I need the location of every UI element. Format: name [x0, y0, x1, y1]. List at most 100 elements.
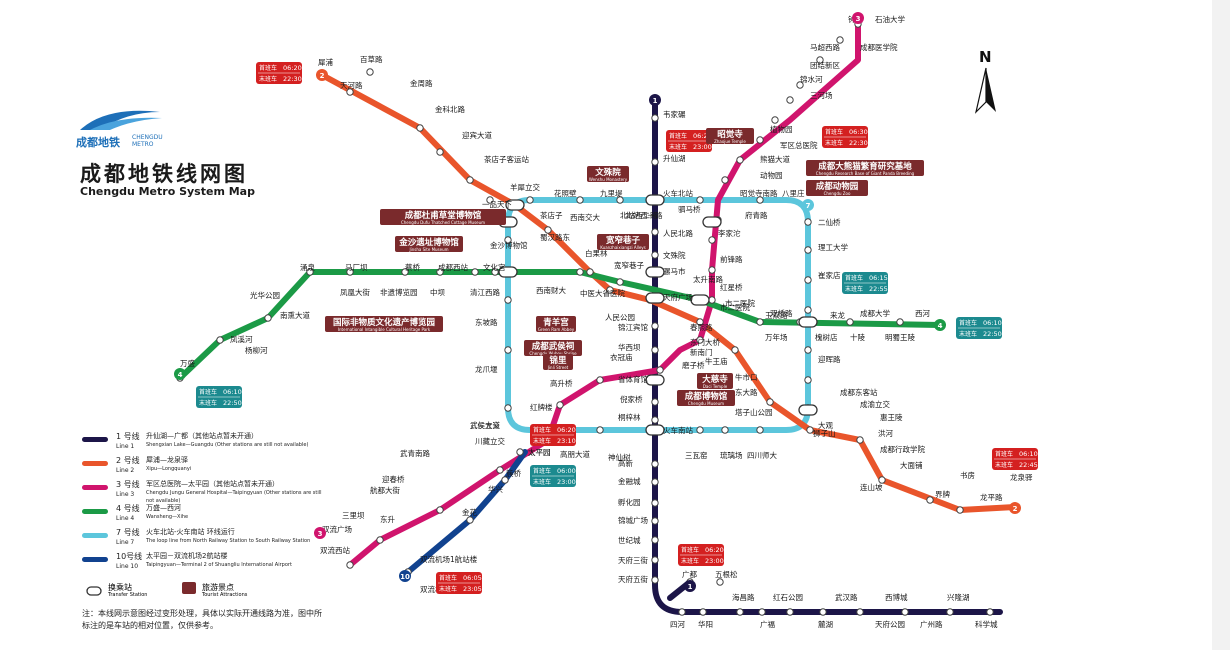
- station-dot[interactable]: [926, 496, 934, 504]
- station-dot[interactable]: [656, 366, 664, 374]
- station-dot[interactable]: [956, 506, 964, 514]
- transfer-station-icon[interactable]: [645, 292, 665, 304]
- station-dot[interactable]: [504, 236, 512, 244]
- station-dot[interactable]: [696, 426, 704, 434]
- station-dot[interactable]: [804, 376, 812, 384]
- station-dot[interactable]: [651, 499, 659, 507]
- station-dot[interactable]: [766, 398, 774, 406]
- station-dot[interactable]: [786, 96, 794, 104]
- station-dot[interactable]: [708, 266, 716, 274]
- attraction-box[interactable]: [325, 316, 443, 332]
- station-dot[interactable]: [504, 296, 512, 304]
- station-dot[interactable]: [346, 88, 354, 96]
- station-dot[interactable]: [651, 251, 659, 259]
- station-dot[interactable]: [896, 318, 904, 326]
- attraction-box[interactable]: [806, 180, 868, 196]
- station-dot[interactable]: [651, 517, 659, 525]
- attraction-box[interactable]: [524, 340, 582, 356]
- station-dot[interactable]: [716, 578, 724, 586]
- attraction-box[interactable]: [697, 373, 733, 389]
- station-dot[interactable]: [216, 336, 224, 344]
- station-dot[interactable]: [516, 448, 524, 456]
- station-dot[interactable]: [796, 81, 804, 89]
- station-dot[interactable]: [651, 556, 659, 564]
- station-dot[interactable]: [756, 318, 764, 326]
- station-dot[interactable]: [804, 246, 812, 254]
- line-10[interactable]: [405, 449, 528, 575]
- station-dot[interactable]: [366, 68, 374, 76]
- attraction-box[interactable]: [597, 234, 649, 250]
- station-dot[interactable]: [678, 608, 686, 616]
- line-3[interactable]: [347, 21, 861, 568]
- transfer-station-icon[interactable]: [798, 316, 818, 328]
- station-dot[interactable]: [721, 176, 729, 184]
- station-dot[interactable]: [736, 156, 744, 164]
- station-dot[interactable]: [804, 276, 812, 284]
- station-dot[interactable]: [606, 286, 614, 294]
- station-dot[interactable]: [436, 268, 444, 276]
- transfer-station-icon[interactable]: [505, 199, 525, 211]
- station-dot[interactable]: [758, 608, 766, 616]
- station-dot[interactable]: [486, 196, 494, 204]
- station-dot[interactable]: [901, 608, 909, 616]
- station-dot[interactable]: [346, 561, 354, 569]
- station-dot[interactable]: [651, 460, 659, 468]
- attraction-box[interactable]: [706, 128, 754, 144]
- station-dot[interactable]: [401, 268, 409, 276]
- station-dot[interactable]: [346, 268, 354, 276]
- station-dot[interactable]: [526, 196, 534, 204]
- station-dot[interactable]: [651, 114, 659, 122]
- station-dot[interactable]: [616, 196, 624, 204]
- station-dot[interactable]: [416, 124, 424, 132]
- station-dot[interactable]: [856, 436, 864, 444]
- station-dot[interactable]: [708, 296, 716, 304]
- station-dot[interactable]: [721, 426, 729, 434]
- station-dot[interactable]: [756, 136, 764, 144]
- station-dot[interactable]: [699, 608, 707, 616]
- station-dot[interactable]: [651, 536, 659, 544]
- station-dot[interactable]: [264, 314, 272, 322]
- station-dot[interactable]: [651, 346, 659, 354]
- station-dot[interactable]: [651, 322, 659, 330]
- station-dot[interactable]: [504, 404, 512, 412]
- station-dot[interactable]: [651, 478, 659, 486]
- station-dot[interactable]: [651, 398, 659, 406]
- station-dot[interactable]: [651, 158, 659, 166]
- transfer-station-icon[interactable]: [498, 266, 518, 278]
- station-dot[interactable]: [819, 608, 827, 616]
- station-dot[interactable]: [804, 346, 812, 354]
- station-dot[interactable]: [756, 426, 764, 434]
- attraction-box[interactable]: [380, 209, 506, 225]
- attraction-box[interactable]: [806, 160, 924, 176]
- station-dot[interactable]: [616, 278, 624, 286]
- station-dot[interactable]: [504, 346, 512, 354]
- attraction-box[interactable]: [677, 390, 735, 406]
- station-dot[interactable]: [731, 346, 739, 354]
- station-dot[interactable]: [786, 608, 794, 616]
- station-dot[interactable]: [804, 218, 812, 226]
- station-dot[interactable]: [878, 476, 886, 484]
- station-dot[interactable]: [986, 608, 994, 616]
- station-dot[interactable]: [501, 476, 509, 484]
- transfer-station-icon[interactable]: [645, 194, 665, 206]
- station-dot[interactable]: [596, 426, 604, 434]
- station-dot[interactable]: [816, 56, 824, 64]
- station-dot[interactable]: [856, 608, 864, 616]
- station-dot[interactable]: [708, 236, 716, 244]
- station-dot[interactable]: [586, 268, 594, 276]
- station-dot[interactable]: [846, 318, 854, 326]
- station-dot[interactable]: [466, 176, 474, 184]
- station-dot[interactable]: [466, 516, 474, 524]
- attraction-box[interactable]: [536, 316, 576, 332]
- station-dot[interactable]: [651, 228, 659, 236]
- attraction-box[interactable]: [543, 354, 573, 370]
- station-dot[interactable]: [376, 536, 384, 544]
- station-dot[interactable]: [436, 506, 444, 514]
- station-dot[interactable]: [651, 576, 659, 584]
- station-dot[interactable]: [771, 116, 779, 124]
- transfer-station-icon[interactable]: [690, 294, 710, 306]
- station-dot[interactable]: [836, 36, 844, 44]
- station-dot[interactable]: [496, 466, 504, 474]
- transfer-station-icon[interactable]: [645, 374, 665, 386]
